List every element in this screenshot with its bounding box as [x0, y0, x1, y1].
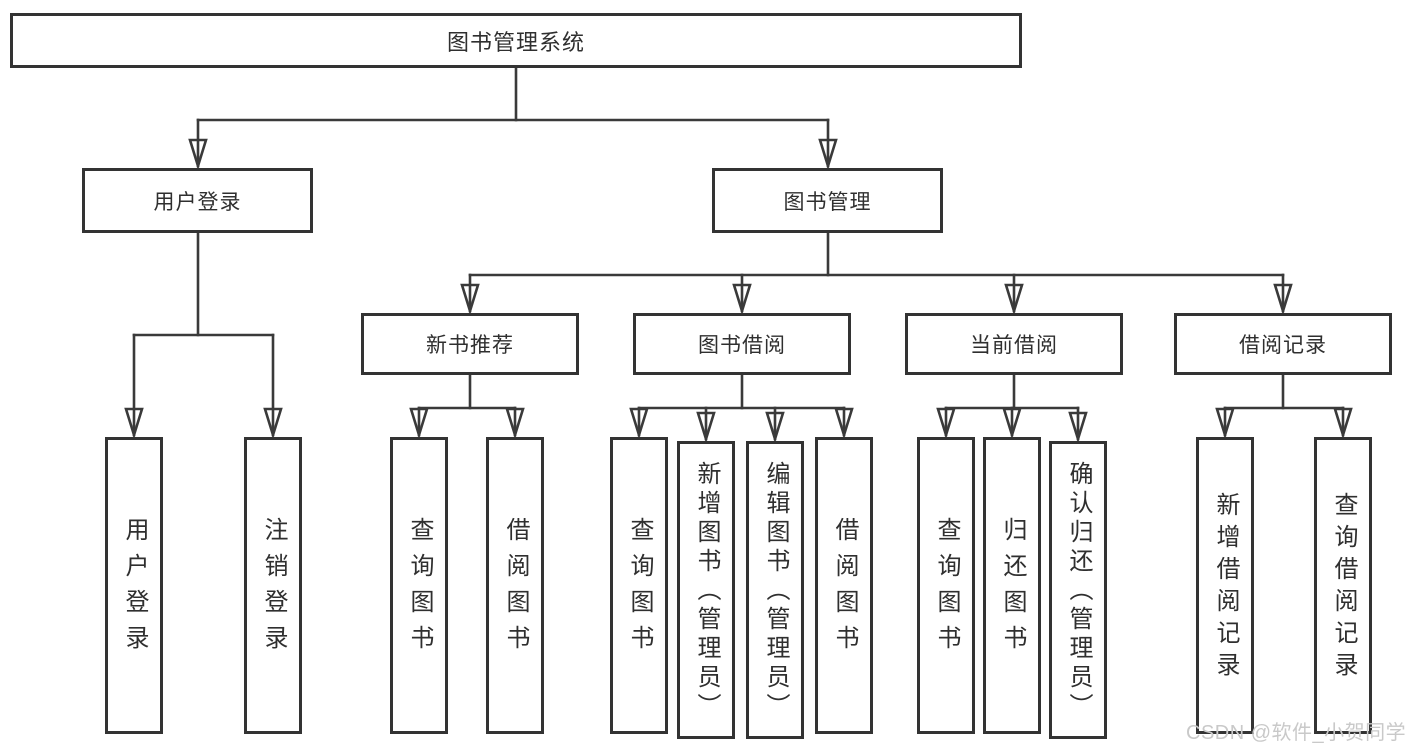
node-label: 新书推荐 [426, 334, 514, 357]
node-label: 图书管理 [783, 190, 872, 214]
leaf-label: 用户登录 [121, 516, 148, 661]
leaf-label: 查询借阅记录 [1330, 491, 1357, 684]
node-borrow-records: 借阅记录 [1174, 313, 1392, 375]
leaf-label: 查询图书 [406, 516, 433, 661]
leaf-label: 查询图书 [933, 516, 960, 661]
node-book-management: 图书管理 [712, 168, 943, 233]
leaf-label: 查询图书 [626, 516, 653, 661]
leaf-user-login: 用户登录 [105, 437, 163, 734]
node-library-management-system: 图书管理系统 [10, 13, 1022, 68]
leaf-query-books-recommend: 查询图书 [390, 437, 448, 734]
leaf-add-borrow-record: 新增借阅记录 [1196, 437, 1254, 734]
leaf-logout: 注销登录 [244, 437, 302, 734]
node-current-borrow: 当前借阅 [905, 313, 1123, 375]
leaf-label: 确认归还（管理员） [1065, 460, 1092, 722]
leaf-borrow-books: 借阅图书 [815, 437, 873, 734]
leaf-label: 归还图书 [999, 516, 1026, 661]
leaf-label: 新增借阅记录 [1212, 491, 1239, 684]
leaf-label: 编辑图书（管理员） [762, 460, 789, 722]
leaf-query-books-current: 查询图书 [917, 437, 975, 734]
leaf-confirm-return-admin: 确认归还（管理员） [1049, 441, 1107, 739]
leaf-add-book-admin: 新增图书（管理员） [677, 441, 735, 739]
leaf-query-borrow-record: 查询借阅记录 [1314, 437, 1372, 734]
leaf-label: 借阅图书 [502, 516, 529, 661]
leaf-return-books: 归还图书 [983, 437, 1041, 734]
leaf-query-books-borrow: 查询图书 [610, 437, 668, 734]
node-label: 图书借阅 [698, 334, 786, 357]
leaf-borrow-books-recommend: 借阅图书 [486, 437, 544, 734]
node-book-borrow: 图书借阅 [633, 313, 851, 375]
leaf-edit-book-admin: 编辑图书（管理员） [746, 441, 804, 739]
leaf-label: 借阅图书 [831, 516, 858, 661]
node-label: 图书管理系统 [446, 29, 585, 55]
node-label: 当前借阅 [970, 334, 1058, 357]
node-new-book-recommend: 新书推荐 [361, 313, 579, 375]
leaf-label: 注销登录 [260, 516, 287, 661]
watermark: CSDN @软件_小贺同学 [1186, 722, 1405, 744]
node-user-login: 用户登录 [82, 168, 313, 233]
node-label: 用户登录 [153, 190, 242, 214]
leaf-label: 新增图书（管理员） [693, 460, 720, 722]
node-label: 借阅记录 [1239, 334, 1327, 357]
